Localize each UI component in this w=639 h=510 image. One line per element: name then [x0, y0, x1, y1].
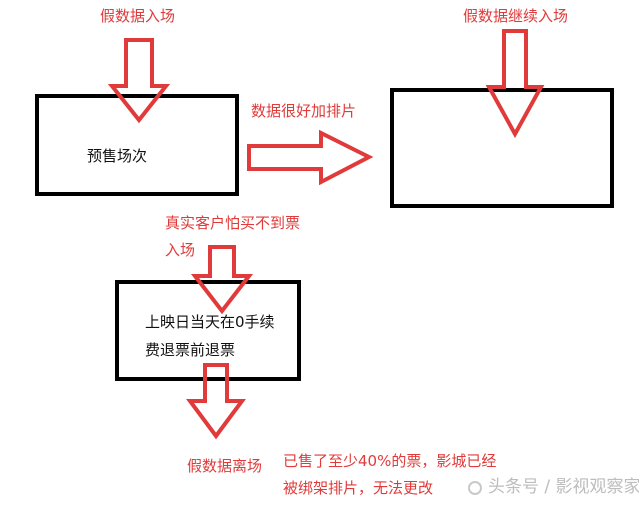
arrow-fake-leave — [186, 363, 246, 440]
label-note-line2: 被绑架排片，无法更改 — [283, 479, 434, 497]
arrow-real-customer — [190, 245, 254, 315]
label-refund-line2: 费退票前退票 — [145, 341, 236, 359]
watermark: 头条号 / 影视观察家 — [468, 479, 639, 496]
arrow-fake-enter — [107, 38, 171, 124]
continue-box — [390, 88, 614, 208]
arrow-fake-continue — [485, 29, 545, 139]
label-note-line1: 已售了至少40%的票，影城已经 — [283, 452, 497, 470]
label-real-customer-line2: 入场 — [165, 241, 196, 259]
label-real-customer-line1: 真实客户怕买不到票 — [165, 214, 301, 232]
label-data-good: 数据很好加排片 — [251, 102, 357, 120]
presale-box — [35, 94, 239, 196]
watermark-icon — [468, 480, 482, 495]
label-refund-line1: 上映日当天在0手续 — [145, 313, 275, 331]
refund-box — [115, 280, 301, 381]
watermark-text: 头条号 / 影视观察家 — [488, 477, 639, 497]
label-fake-continue: 假数据继续入场 — [463, 7, 569, 25]
label-fake-enter: 假数据入场 — [100, 7, 176, 25]
label-presale: 预售场次 — [87, 147, 148, 165]
arrow-data-good — [247, 129, 374, 186]
label-fake-leave: 假数据离场 — [187, 457, 263, 475]
